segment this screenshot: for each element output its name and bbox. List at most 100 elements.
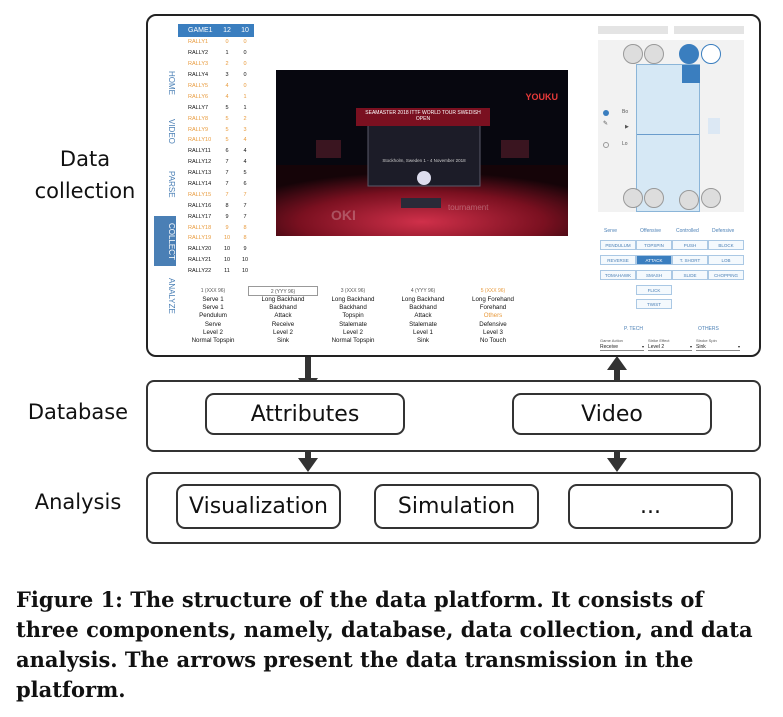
play-icon[interactable]: ▶ — [625, 124, 629, 130]
stroke-value: Receive — [271, 320, 295, 328]
tech-button[interactable]: PUSH — [672, 240, 708, 250]
radio-lo[interactable] — [603, 142, 609, 148]
player-icon-1[interactable] — [623, 44, 643, 64]
rpanel-top-bar-right — [674, 26, 744, 34]
pen-icon[interactable]: ✎ — [603, 121, 609, 127]
tech-button[interactable]: BLOCK — [708, 240, 744, 250]
select-value: Sink — [696, 344, 706, 350]
tech-button[interactable]: TWIST — [636, 299, 672, 309]
rally-cell-name: RALLY11 — [188, 148, 211, 155]
stroke-value: Long Backhand — [401, 296, 445, 303]
nav-video[interactable]: VIDEO — [167, 118, 176, 144]
rally-cell-a: 1 — [225, 50, 229, 57]
table-placement-area[interactable] — [636, 64, 700, 212]
arrow-video-to-analysis-head — [607, 458, 627, 472]
stroke-value: Attack — [414, 312, 432, 320]
video-box: Video — [512, 393, 712, 435]
rally-cell-name: RALLY9 — [188, 126, 209, 133]
chevron-down-icon: ▾ — [641, 344, 644, 349]
rally-cell-name: RALLY17 — [188, 213, 212, 220]
tech-header: Offensive — [640, 228, 662, 234]
stroke-value: Level 2 — [273, 328, 293, 336]
select-dropdown[interactable]: Level 2▾ — [648, 344, 692, 351]
rally-cell-b: 0 — [243, 50, 247, 57]
nav-analyze[interactable]: ANALYZE — [167, 278, 176, 314]
tech-button[interactable]: SLIDE — [672, 270, 708, 280]
net-line — [637, 134, 699, 135]
player-icon-2[interactable] — [644, 44, 664, 64]
tech-button[interactable]: LOB — [708, 255, 744, 265]
svg-text:OKI: OKI — [331, 207, 356, 223]
tech-button[interactable]: SMASH — [636, 270, 672, 280]
rally-cell-name: RALLY14 — [188, 181, 212, 188]
nav-home[interactable]: HOME — [167, 71, 176, 95]
tech-button[interactable]: ATTACK — [636, 255, 672, 265]
stroke-header: 4 (YYY 96) — [410, 288, 436, 294]
player-icon-8[interactable] — [701, 188, 721, 208]
video-brand: YOUKU — [525, 92, 558, 102]
stroke-value: Stalemate — [409, 320, 437, 328]
player-icon-4[interactable] — [701, 44, 721, 64]
tech-button[interactable]: REVERSE — [600, 255, 636, 265]
stroke-value: Others — [483, 312, 503, 320]
tech-button[interactable]: CHOPPING — [708, 270, 744, 280]
player-icon-6[interactable] — [644, 188, 664, 208]
radio-bo-label: Bo — [622, 109, 629, 115]
select-dropdown[interactable]: Receive▾ — [600, 344, 644, 351]
svg-text:tournament: tournament — [448, 203, 489, 212]
tech-button[interactable]: TOPSPIN — [636, 240, 672, 250]
tech-button[interactable]: FLICK — [636, 285, 672, 295]
select-dropdown[interactable]: Sink▾ — [696, 344, 740, 351]
nav-parse[interactable]: PARSE — [167, 170, 176, 198]
stroke-value: Serve — [204, 320, 222, 328]
player-icon-7[interactable] — [679, 190, 699, 210]
rally-cell-name: RALLY19 — [188, 235, 212, 242]
game-header[interactable]: GAME1 12 10 — [178, 24, 254, 37]
selected-cell — [682, 65, 700, 83]
tech-button[interactable]: PENDULUM — [600, 240, 636, 250]
stroke-value: Topspin — [342, 312, 364, 320]
rally-cell-a: 5 — [225, 126, 229, 133]
rally-cell-a: 0 — [225, 39, 229, 46]
stroke-value: Normal Topspin — [331, 336, 375, 344]
tech-button[interactable]: T. SHORT — [672, 255, 708, 265]
rally-cell-b: 4 — [243, 137, 247, 144]
rally-cell-b: 0 — [243, 39, 247, 46]
video-frame[interactable]: OKI tournament YOUKU SEAMASTER 2018 ITTF… — [276, 70, 568, 236]
tech-header: Serve — [604, 228, 618, 234]
player-icon-3[interactable] — [679, 44, 699, 64]
tech-button[interactable]: TOMAHAWK — [600, 270, 636, 280]
rally-cell-name: RALLY6 — [188, 93, 209, 100]
rally-cell-a: 2 — [225, 61, 229, 68]
radio-bo[interactable] — [603, 110, 609, 116]
player-icon-5[interactable] — [623, 188, 643, 208]
nav-collect[interactable]: COLLECT — [154, 216, 176, 266]
